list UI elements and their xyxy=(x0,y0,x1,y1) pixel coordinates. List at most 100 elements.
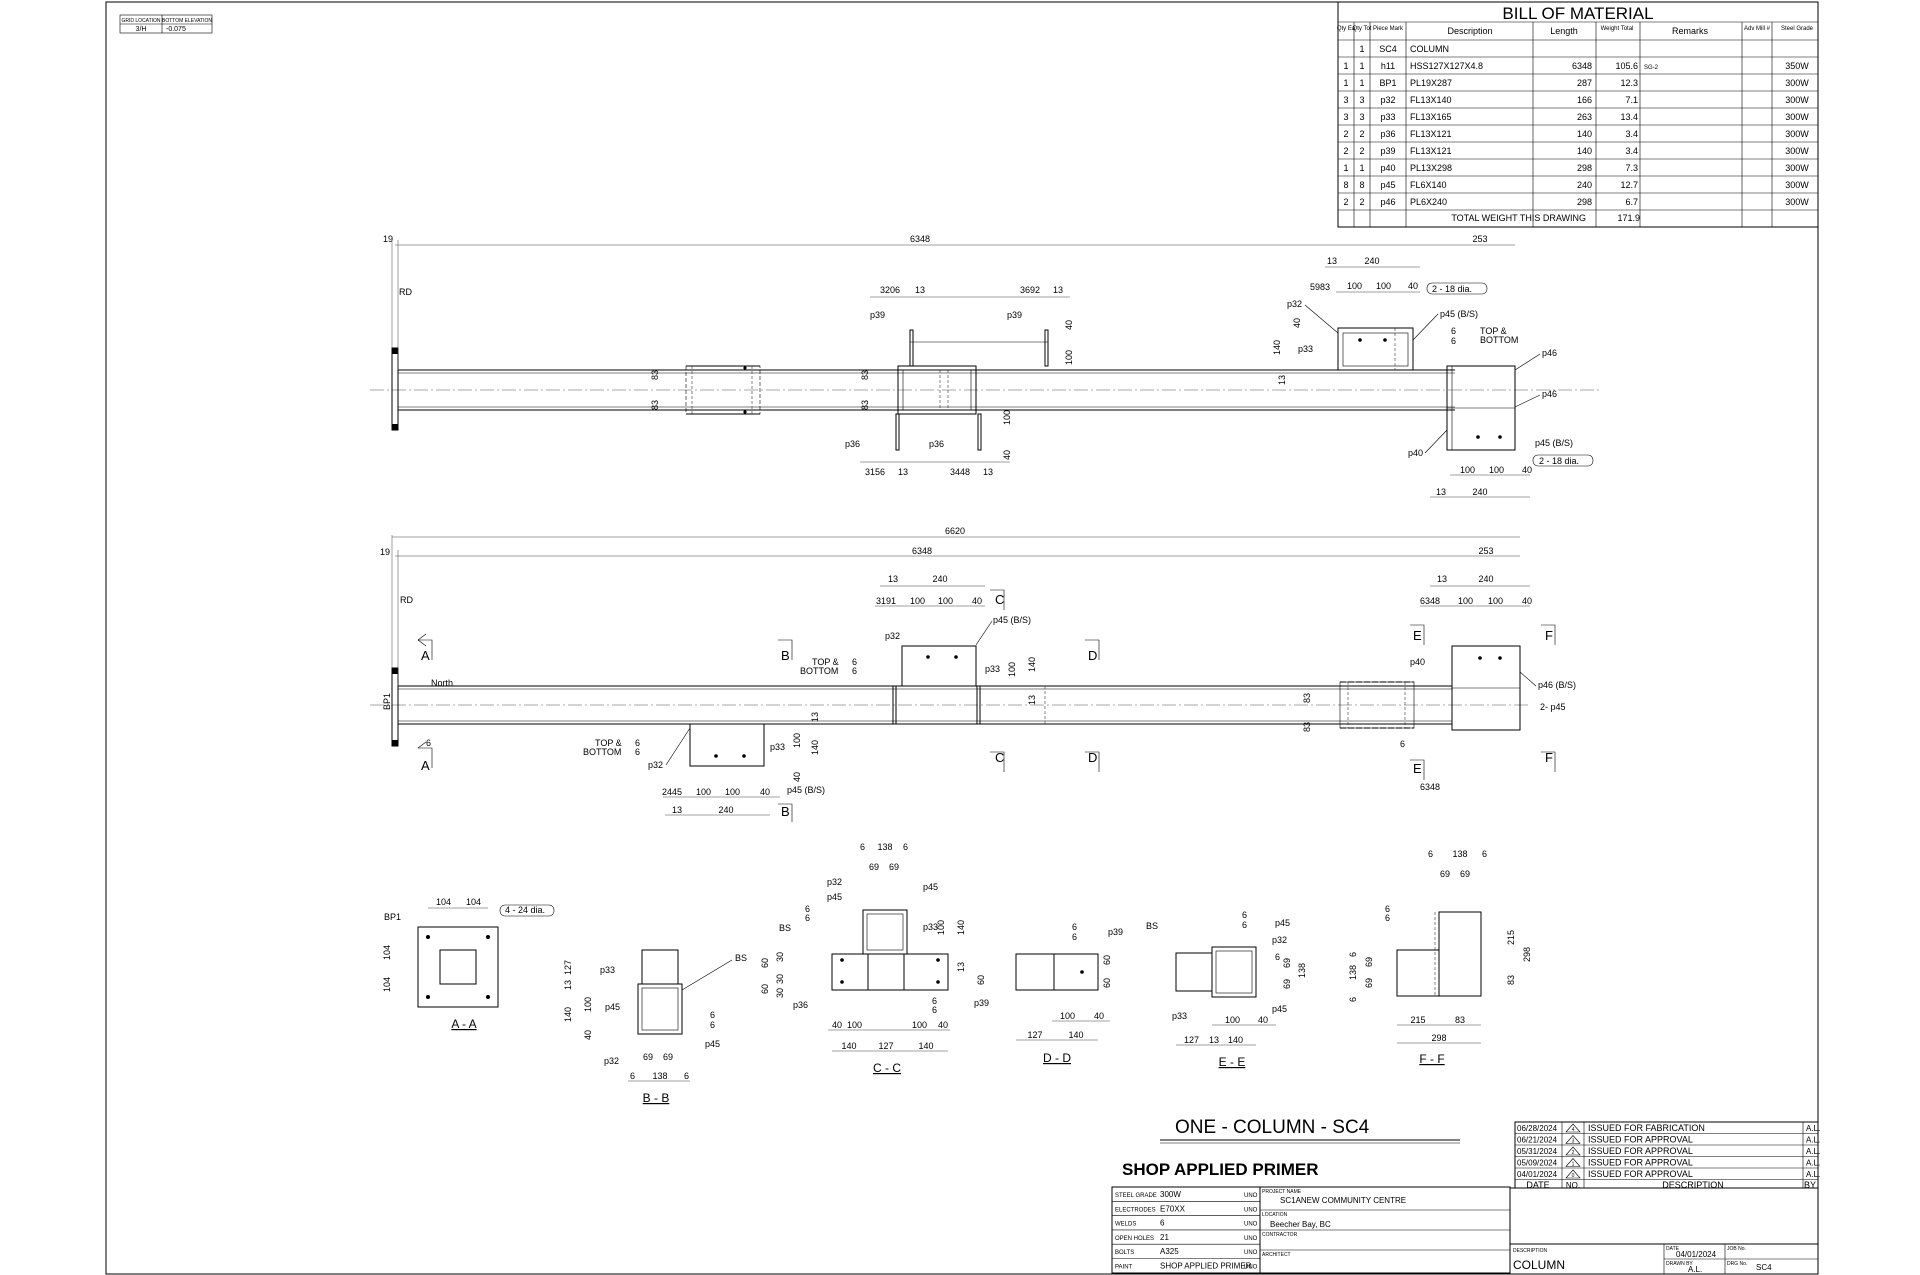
bom-cell-mark: SC4 xyxy=(1379,44,1397,54)
elev-p45bs-label-2: p45 (B/S) xyxy=(787,785,825,795)
elev-p33-label-1: p33 xyxy=(985,664,1000,674)
job-label: JOB No. xyxy=(1727,1246,1746,1252)
elev-weld-6f: 6 xyxy=(1400,739,1405,749)
cc-dim-13a: 13 xyxy=(956,962,966,972)
spec-uno: UNO xyxy=(1244,1250,1258,1256)
bom-cell-len: 6348 xyxy=(1572,61,1592,71)
cc-dim-60b: 60 xyxy=(760,958,770,968)
spec-label: OPEN HOLES xyxy=(1115,1236,1154,1242)
bom-cell-desc: COLUMN xyxy=(1410,44,1449,54)
cc-dim-100a: 100 xyxy=(936,920,946,935)
elev-dim-240b: 240 xyxy=(1478,574,1493,584)
cc-dim-40a: 40 xyxy=(832,1020,842,1030)
bb-p45-label-2: p45 xyxy=(705,1039,720,1049)
top-dim-5983: 5983 xyxy=(1310,282,1330,292)
ee-dim-40: 40 xyxy=(1258,1015,1268,1025)
aa-title: A - A xyxy=(451,1017,476,1031)
rev-date: 05/31/2024 xyxy=(1517,1147,1558,1156)
elev-base-dim: 19 xyxy=(380,547,390,557)
bom-header-remarks: Remarks xyxy=(1672,26,1709,36)
elev-dim-100a: 100 xyxy=(910,596,925,606)
rev-header-by: BY xyxy=(1804,1180,1816,1190)
rev-header-desc: DESCRIPTION xyxy=(1662,1180,1724,1190)
top-rd-label: RD xyxy=(399,287,412,297)
spec-value: 21 xyxy=(1160,1233,1169,1242)
rev-date: 06/28/2024 xyxy=(1517,1124,1558,1133)
section-c-c: p32 p45 p45 BS p33 p36 p39 6 138 6 69 69… xyxy=(760,842,989,1075)
cc-weld-6a: 6 xyxy=(805,904,810,914)
elev-p46bs-label: p46 (B/S) xyxy=(1538,680,1576,690)
bom-total-value: 171.9 xyxy=(1617,213,1640,223)
bb-dim-140: 140 xyxy=(563,1007,573,1022)
top-dim-3206: 3206 xyxy=(880,285,900,295)
revision-triangle xyxy=(1565,1135,1581,1144)
ee-weld-6b: 6 xyxy=(1242,920,1247,930)
top-p46-label-2: p46 xyxy=(1542,389,1557,399)
bom-header-qty-ea: Qty Ea xyxy=(1337,26,1356,32)
bom-cell-grade: 300W xyxy=(1785,146,1809,156)
bom-cell-qea: 2 xyxy=(1343,146,1348,156)
grid-location-box: GRID LOCATION BOTTOM ELEVATION 3/H -0.07… xyxy=(119,14,212,34)
dd-title: D - D xyxy=(1043,1051,1071,1065)
bom-cell-qtot: 2 xyxy=(1359,197,1364,207)
revision-triangle xyxy=(1565,1158,1581,1167)
aa-holes-label: 4 - 24 dia. xyxy=(505,905,545,915)
revision-triangle xyxy=(1565,1169,1581,1179)
bom-cell-mark: p36 xyxy=(1380,129,1395,139)
desc-value: COLUMN xyxy=(1513,1258,1565,1272)
cc-dim-100c: 100 xyxy=(912,1020,927,1030)
elev-dim-100e: 100 xyxy=(1007,662,1017,677)
elev-dim-140b: 140 xyxy=(810,740,820,755)
bom-cell-len: 140 xyxy=(1577,129,1592,139)
elev-length-dim: 6348 xyxy=(912,546,932,556)
dd-dim-40: 40 xyxy=(1094,1011,1104,1021)
spec-value: E70XX xyxy=(1160,1204,1186,1213)
ee-weld-6a: 6 xyxy=(1242,910,1247,920)
top-p36-label-2: p36 xyxy=(929,439,944,449)
spec-uno: UNO xyxy=(1244,1236,1258,1242)
bom-cell-grade: 300W xyxy=(1785,129,1809,139)
section-marker-c-bottom: C xyxy=(995,750,1004,765)
elev-p45bs-label-1: p45 (B/S) xyxy=(993,615,1031,625)
bb-title: B - B xyxy=(643,1091,670,1105)
elev-dim-40b: 40 xyxy=(1522,596,1532,606)
rev-desc: ISSUED FOR APPROVAL xyxy=(1588,1158,1693,1168)
top-weld-6a: 6 xyxy=(1451,326,1456,336)
rev-desc: ISSUED FOR FABRICATION xyxy=(1588,1123,1705,1133)
top-topbot-1: TOP & xyxy=(1480,326,1507,336)
bom-cell-wt: 12.7 xyxy=(1620,180,1638,190)
bom-cell-grade: 350W xyxy=(1785,61,1809,71)
rev-by: A.L. xyxy=(1806,1159,1820,1168)
cc-p33-label: p33 xyxy=(923,922,938,932)
rev-header-date: DATE xyxy=(1526,1180,1549,1190)
elev-dim-240a: 240 xyxy=(932,574,947,584)
elev-dim-6348b: 6348 xyxy=(1420,782,1440,792)
ff-dim-6a: 6 xyxy=(1428,849,1433,859)
bom-header-weight: Weight Total xyxy=(1601,26,1634,32)
bom-cell-qtot: 3 xyxy=(1359,95,1364,105)
elev-weld-6c: 6 xyxy=(635,738,640,748)
top-dim-13b: 13 xyxy=(1053,285,1063,295)
top-dim-3448: 3448 xyxy=(950,467,970,477)
top-p46-label-1: p46 xyxy=(1542,348,1557,358)
revision-triangle xyxy=(1565,1146,1581,1156)
bom-cell-qtot: 3 xyxy=(1359,112,1364,122)
bom-cell-qtot: 1 xyxy=(1359,163,1364,173)
ee-dim-69a: 69 xyxy=(1282,958,1292,968)
top-dim-13a: 13 xyxy=(915,285,925,295)
top-dim-240b: 240 xyxy=(1472,487,1487,497)
bom-cell-grade: 300W xyxy=(1785,197,1809,207)
dd-weld-6b: 6 xyxy=(1072,932,1077,942)
bb-dim-69b: 69 xyxy=(663,1052,673,1062)
ff-title: F - F xyxy=(1419,1052,1444,1066)
dd-dim-140: 140 xyxy=(1068,1030,1083,1040)
top-dim-100f: 100 xyxy=(1489,465,1504,475)
elev-dim-13a: 13 xyxy=(888,574,898,584)
top-dim-3692: 3692 xyxy=(1020,285,1040,295)
bottom-elevation-header: BOTTOM ELEVATION xyxy=(162,18,212,24)
bom-cell-desc: FL13X121 xyxy=(1410,146,1452,156)
aa-dim-104c: 104 xyxy=(382,945,392,960)
elev-dim-13b: 13 xyxy=(1437,574,1447,584)
spec-value: 6 xyxy=(1160,1219,1165,1228)
cc-dim-40b: 40 xyxy=(938,1020,948,1030)
